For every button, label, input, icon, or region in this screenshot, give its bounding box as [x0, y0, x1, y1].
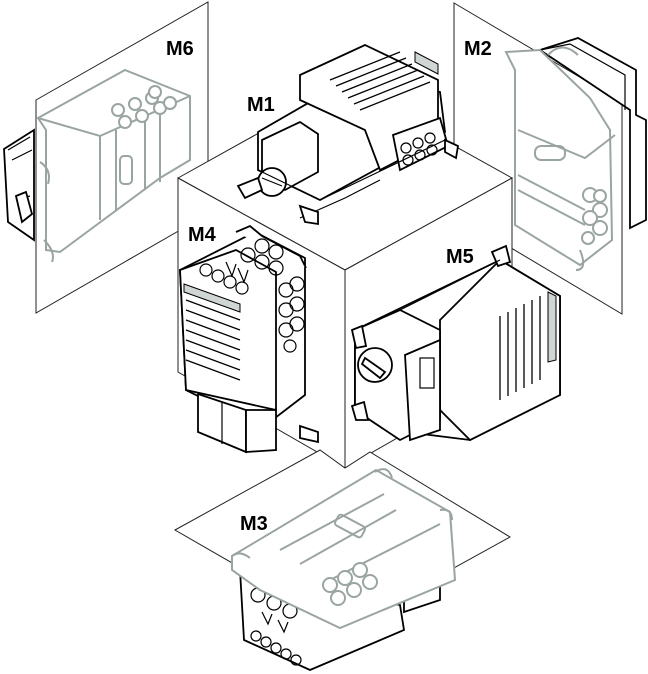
label-m3: M3 — [240, 513, 268, 535]
m6-device — [3, 68, 191, 263]
label-m6: M6 — [166, 38, 194, 60]
label-m2: M2 — [464, 38, 492, 60]
label-m1: M1 — [247, 94, 275, 116]
m1-device — [236, 44, 460, 226]
label-m5: M5 — [446, 246, 474, 268]
m5-device — [350, 244, 561, 442]
label-m4: M4 — [188, 224, 216, 246]
m4-device — [179, 224, 319, 454]
m3-device — [231, 468, 457, 671]
m2-device — [504, 37, 647, 271]
